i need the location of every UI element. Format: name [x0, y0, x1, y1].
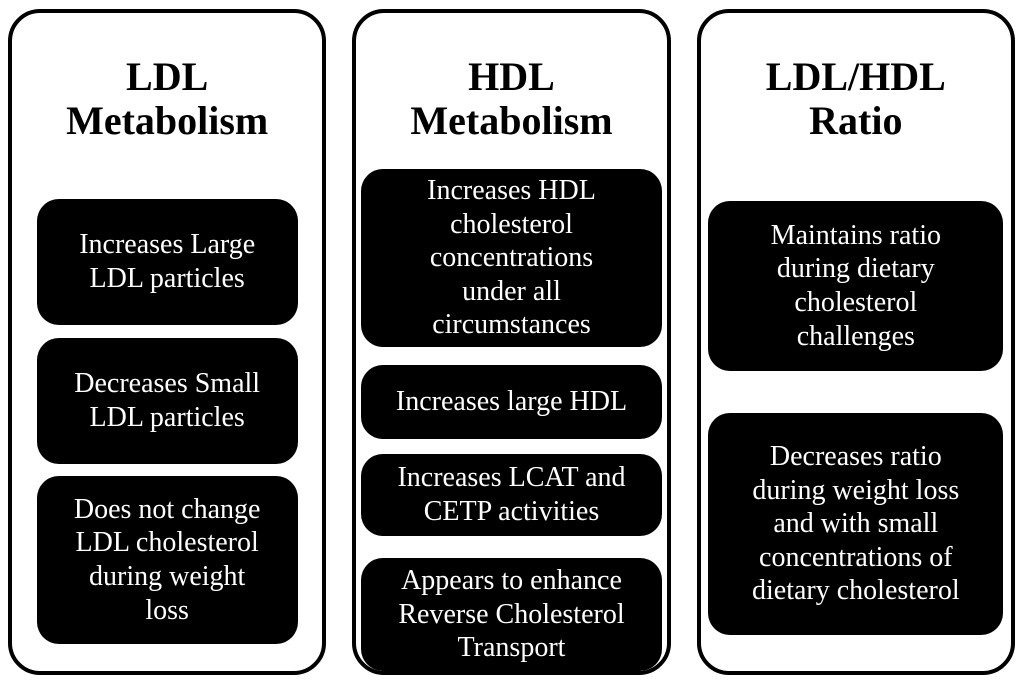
finding-box-decreases-ratio: Decreases ratio during weight loss and w…: [708, 413, 1004, 635]
panel-ldl-hdl-ratio: LDL/HDL Ratio Maintains ratio during die…: [696, 9, 1015, 675]
panel-hdl-metabolism: HDL Metabolism Increases HDL cholesterol…: [352, 9, 671, 675]
panel-title-ldl-hdl-ratio: LDL/HDL Ratio: [765, 54, 946, 143]
finding-box-increases-hdl-concentrations: Increases HDL cholesterol concentrations…: [360, 169, 662, 347]
finding-box-reverse-cholesterol-transport: Appears to enhance Reverse Cholesterol T…: [360, 558, 662, 671]
panel-title-hdl-metabolism: HDL Metabolism: [410, 54, 613, 143]
panel-title-ldl-metabolism: LDL Metabolism: [66, 54, 269, 143]
finding-box-decreases-small-ldl: Decreases Small LDL particles: [36, 338, 298, 464]
finding-box-maintains-ratio: Maintains ratio during dietary cholester…: [708, 201, 1004, 371]
finding-box-no-ldl-change-weight-loss: Does not change LDL cholesterol during w…: [36, 476, 298, 644]
finding-box-increases-large-ldl: Increases Large LDL particles: [36, 199, 298, 325]
panel-ldl-metabolism: LDL Metabolism Increases Large LDL parti…: [8, 9, 327, 675]
finding-box-increases-lcat-cetp: Increases LCAT and CETP activities: [360, 454, 662, 536]
finding-box-increases-large-hdl: Increases large HDL: [360, 365, 662, 439]
